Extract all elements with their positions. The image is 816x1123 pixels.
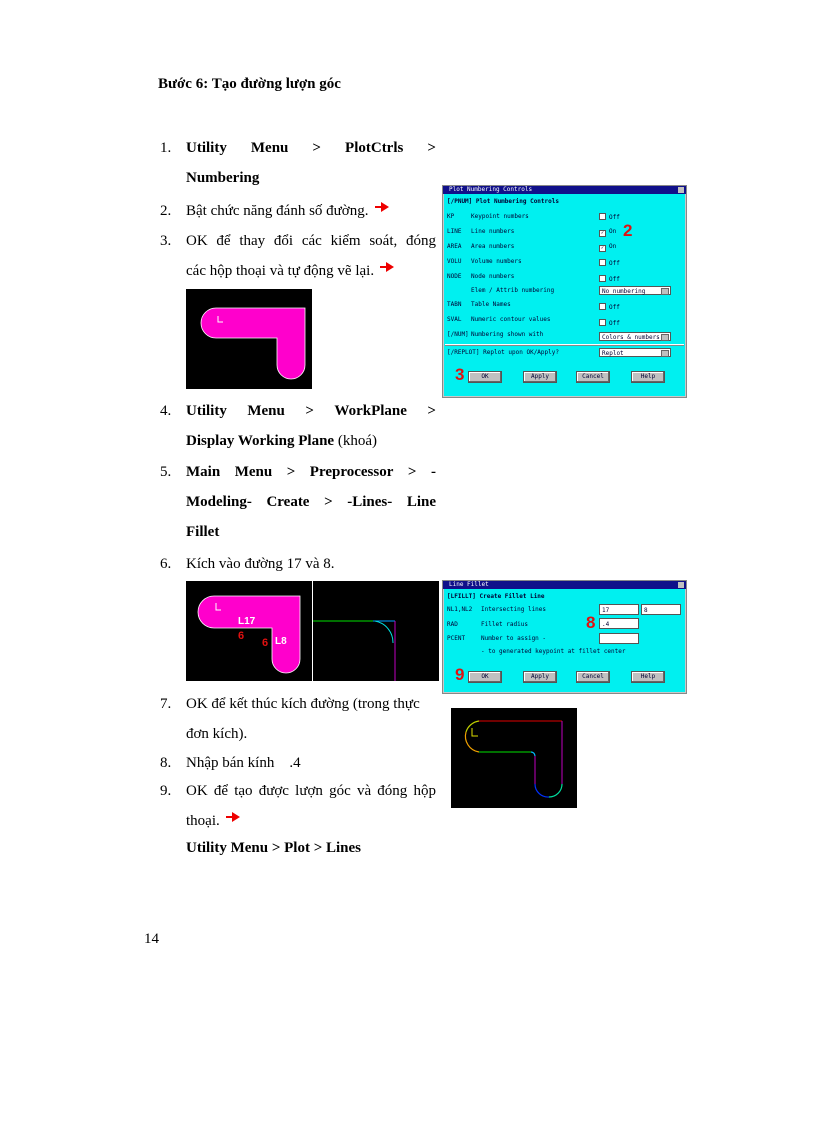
volume-checkbox[interactable]: Off [599, 259, 620, 267]
pick-marker-1: 6 [238, 630, 245, 642]
step-2: 2. Bật chức năng đánh số đường. [160, 196, 389, 226]
red-arrow-icon [225, 812, 240, 822]
pcent-input[interactable] [599, 633, 639, 644]
line-plot-icon [464, 720, 563, 798]
ok-button[interactable]: OK [468, 371, 502, 383]
red-arrow-icon [380, 262, 395, 272]
fillet-result-plot [451, 708, 577, 808]
dialog-titlebar: Plot Numbering Controls [443, 186, 686, 194]
chevron-down-icon [661, 334, 669, 341]
plot-numbering-dialog: Plot Numbering Controls [/PNUM] Plot Num… [442, 185, 687, 398]
page-heading: Bước 6: Tạo đường lượn góc [158, 76, 341, 92]
marker-8: 8 [586, 613, 596, 632]
node-checkbox[interactable]: Off [599, 275, 620, 283]
row-num: [/NUM]Numbering shown with [447, 331, 544, 338]
step-3: 3. OK để thay đổi các kiểm soát, đóng [160, 233, 436, 249]
dialog-titlebar: Line Fillet [443, 581, 686, 589]
nl2-input[interactable]: 8 [641, 604, 681, 615]
line-checkbox[interactable]: ✓On [599, 228, 617, 237]
step-5-cont: Modeling-Create>-Lines-Line [186, 494, 436, 510]
step-1: 1. Utility Menu > PlotCtrls > [160, 140, 436, 156]
page-number: 14 [144, 931, 159, 947]
line-fillet-dialog: Line Fillet [LFILLT] Create Fillet Line … [442, 580, 687, 694]
dialog-header: [LFILLT] Create Fillet Line [447, 593, 545, 600]
marker-3: 3 [455, 365, 465, 384]
dialog-header: [/PNUM] Plot Numbering Controls [447, 198, 559, 205]
fillet-corner-icon [313, 620, 396, 681]
replot-label: [/REPLOT] Replot upon OK/Apply? [447, 349, 559, 356]
step-9-cont: thoại. [186, 806, 240, 836]
close-icon[interactable] [678, 582, 684, 588]
marker-2: 2 [623, 221, 633, 240]
step-7: 7. OK để kết thúc kích đường (trong thực [160, 696, 420, 712]
zoomed-corner-plot [313, 581, 439, 681]
fillet-note: - to generated keypoint at fillet center [481, 648, 626, 655]
apply-button[interactable]: Apply [523, 371, 557, 383]
area-plot-image [186, 289, 312, 389]
final-menu-path: Utility Menu > Plot > Lines [186, 840, 362, 856]
close-icon[interactable] [678, 187, 684, 193]
keypoint-checkbox[interactable]: Off [599, 213, 620, 221]
step-3-cont: các hộp thoại và tự động vẽ lại. [186, 256, 395, 286]
pick-lines-plot: L17 L8 6 6 [186, 581, 312, 681]
row-elem: Elem / Attrib numbering [471, 287, 555, 294]
cancel-button[interactable]: Cancel [576, 671, 610, 683]
ok-button[interactable]: OK [468, 671, 502, 683]
divider [445, 344, 684, 346]
l-shape-area-icon [197, 595, 301, 674]
step-8: 8. Nhập bán kính .4 [160, 755, 301, 771]
numbering-shown-select[interactable]: Colors & numbers [599, 332, 671, 341]
step-4-cont: Display Working Plane (khoá) [186, 433, 377, 449]
step-7-cont: đơn kích). [186, 726, 248, 742]
label-l17: L17 [238, 616, 256, 627]
red-arrow-icon [374, 202, 389, 212]
apply-button[interactable]: Apply [523, 671, 557, 683]
help-button[interactable]: Help [631, 371, 665, 383]
chevron-down-icon [661, 288, 669, 295]
pick-marker-2: 6 [262, 637, 269, 649]
area-checkbox[interactable]: ✓On [599, 243, 617, 252]
elem-numbering-select[interactable]: No numbering [599, 286, 671, 295]
help-button[interactable]: Help [631, 671, 665, 683]
step-6: 6. Kích vào đường 17 và 8. [160, 556, 335, 572]
cancel-button[interactable]: Cancel [576, 371, 610, 383]
step-1-cont: Numbering [186, 170, 260, 186]
replot-select[interactable]: Replot [599, 348, 671, 357]
label-l8: L8 [275, 636, 287, 647]
contour-values-checkbox[interactable]: Off [599, 319, 620, 327]
step-9: 9. OK để tạo được lượn góc và đóng hộp [160, 783, 436, 799]
chevron-down-icon [661, 350, 669, 357]
table-names-checkbox[interactable]: Off [599, 303, 620, 311]
step-5-cont2: Fillet [186, 524, 220, 540]
nl1-input[interactable]: 17 [599, 604, 639, 615]
radius-input[interactable]: .4 [599, 618, 639, 629]
marker-9: 9 [455, 665, 465, 684]
l-shape-area-icon [200, 307, 306, 380]
